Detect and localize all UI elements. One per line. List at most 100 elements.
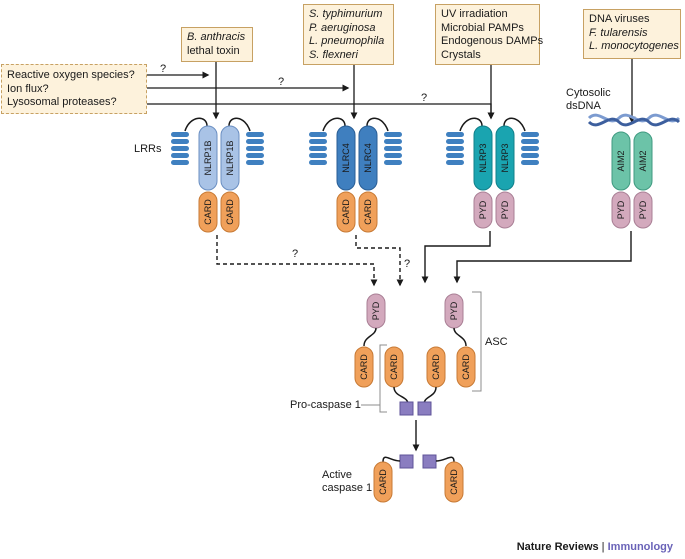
nlrp1b-lrr-right <box>246 132 264 165</box>
nlrp3-pyd-label-right: PYD <box>500 200 510 219</box>
nlrc4-lrr-left <box>309 132 327 165</box>
nlrc4-stimulus-1: S. typhimurium <box>309 8 383 20</box>
nlrp1b-nod-left <box>198 125 218 191</box>
nlrc4-label-left: NLRC4 <box>341 143 351 173</box>
question-mark-1: ? <box>160 63 166 75</box>
nlrp3-stimulus-4: Crystals <box>441 48 481 61</box>
active-caspase-label: Active <box>322 469 352 481</box>
nlrp3-nod-right <box>495 125 515 191</box>
svg-text:CARD: CARD <box>449 469 459 495</box>
signal-arrows <box>147 71 495 120</box>
question-mark-2: ? <box>278 76 284 88</box>
pro-caspase-bracket <box>361 344 387 413</box>
aim2-label-right: AIM2 <box>638 150 648 171</box>
nlrp1b-card-left <box>198 191 218 233</box>
aim2-label-left: AIM2 <box>616 150 626 171</box>
cellular-signals-box: Reactive oxygen species? Ion flux? Lysos… <box>1 64 147 114</box>
aim2-stimulus-3: L. monocytogenes <box>589 40 679 52</box>
svg-text:PYD: PYD <box>449 301 459 320</box>
nlrp3-stimulus-box: UV irradiation Microbial PAMPs Endogenou… <box>435 4 544 65</box>
active-caspase: CARD CARD <box>373 454 464 503</box>
asc-label: ASC <box>485 336 508 348</box>
nlrp3-stimulus-3: Endogenous DAMPs <box>441 35 544 47</box>
anthrax-species: B. anthracis <box>187 31 246 43</box>
left-stimulus-2: Ion flux? <box>7 82 49 95</box>
aim2-hin-right <box>633 131 653 191</box>
nlrp3-lrr-left <box>446 132 464 165</box>
dashed-recruitment-arrows <box>216 235 404 287</box>
question-mark-3: ? <box>421 92 427 104</box>
nlrp1b-card-label-left: CARD <box>203 199 213 225</box>
nlrc4-card-right <box>358 191 378 233</box>
nlrp3-stimulus-1: UV irradiation <box>441 8 508 20</box>
aim2-pyd-label-right: PYD <box>638 200 648 219</box>
nlrp3-inflammasome: NLRP3 NLRP3 PYD PYD <box>446 117 539 229</box>
nlrp3-pyd-left <box>473 191 493 229</box>
nlrc4-inflammasome: NLRC4 NLRC4 CARD CARD <box>309 117 402 233</box>
question-mark-4: ? <box>292 248 298 260</box>
nlrp3-lrr-right <box>521 132 539 165</box>
nlrc4-stimulus-3: L. pneumophila <box>309 35 385 47</box>
nlrp3-label-left: NLRP3 <box>478 143 488 172</box>
aim2-hin-left <box>611 131 631 191</box>
journal-credit: Nature Reviews | Immunology <box>517 541 673 553</box>
nlrc4-card-label-left: CARD <box>341 199 351 225</box>
aim2-stimulus-box: DNA viruses F. tularensis L. monocytogen… <box>583 9 681 59</box>
nlrp3-pyd-label-left: PYD <box>478 200 488 219</box>
lrrs-label: LRRs <box>134 143 162 155</box>
aim2-pyd-label-left: PYD <box>616 200 626 219</box>
pro-caspase-label: Pro-caspase 1 <box>290 399 361 411</box>
journal-separator: | <box>598 541 608 553</box>
aim2-stimulus-2: F. tularensis <box>589 26 648 39</box>
svg-text:CARD: CARD <box>389 354 399 380</box>
nlrp3-nod-left <box>473 125 493 191</box>
aim2-stimulus-1: DNA viruses <box>589 13 650 25</box>
nlrc4-stimulus-4: S. flexneri <box>309 48 358 61</box>
nlrp3-label-right: NLRP3 <box>500 143 510 172</box>
nlrc4-stimulus-2: P. aeruginosa <box>309 21 376 34</box>
solid-recruitment-arrows <box>421 231 632 284</box>
aim2-inflammasome: AIM2 AIM2 PYD PYD <box>611 131 653 229</box>
nlrp1b-card-label-right: CARD <box>225 199 235 225</box>
nlrp1b-card-right <box>220 191 240 233</box>
pro-caspase-right: CARD <box>417 346 446 416</box>
pro-caspase-left: CARD <box>384 346 414 416</box>
nlrc4-stimulus-box: S. typhimurium P. aeruginosa L. pneumoph… <box>303 4 394 65</box>
journal-name: Nature Reviews <box>516 541 599 553</box>
stimulus-arrows <box>212 59 636 124</box>
nlrp1b-nod-right <box>220 125 240 191</box>
anthrax-stimulus-box: B. anthracis lethal toxin <box>181 27 253 62</box>
nlrc4-label-right: NLRC4 <box>363 143 373 173</box>
aim2-pyd-left <box>611 191 631 229</box>
nlrp1b-lrr-left <box>171 132 189 165</box>
svg-text:CARD: CARD <box>359 354 369 380</box>
asc-left: PYD CARD <box>354 293 386 388</box>
aim2-pyd-right <box>633 191 653 229</box>
anthrax-toxin: lethal toxin <box>187 44 240 57</box>
svg-text:CARD: CARD <box>431 354 441 380</box>
journal-section: Immunology <box>607 541 673 553</box>
nlrp3-stimulus-2: Microbial PAMPs <box>441 21 524 34</box>
svg-text:PYD: PYD <box>371 301 381 320</box>
question-mark-5: ? <box>404 258 410 270</box>
asc-right: PYD CARD <box>444 293 476 388</box>
svg-text:CARD: CARD <box>461 354 471 380</box>
left-stimulus-1: Reactive oxygen species? <box>7 69 135 81</box>
nlrc4-lrr-right <box>384 132 402 165</box>
nlrp1b-label-right: NLRP1B <box>225 140 235 175</box>
nlrp1b-label-left: NLRP1B <box>203 140 213 175</box>
active-caspase-label-2: caspase 1 <box>322 482 373 494</box>
left-stimulus-3: Lysosomal proteases? <box>7 96 117 108</box>
nlrp3-pyd-right <box>495 191 515 229</box>
nlrc4-nod-right <box>358 125 378 191</box>
cytosolic-label: Cytosolic <box>566 87 611 99</box>
nlrc4-nod-left <box>336 125 356 191</box>
nlrc4-card-label-right: CARD <box>363 199 373 225</box>
nlrp1b-inflammasome: NLRP1B NLRP1B CARD CARD <box>171 117 264 233</box>
dsdna-helix <box>587 113 681 127</box>
nlrc4-card-left <box>336 191 356 233</box>
asc-bracket <box>472 291 482 392</box>
svg-text:CARD: CARD <box>378 469 388 495</box>
dsdna-label: dsDNA <box>566 100 601 112</box>
